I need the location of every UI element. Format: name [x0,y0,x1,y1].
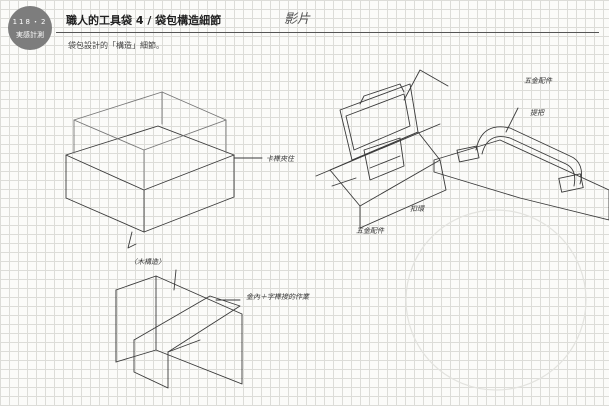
joint-note: 金內＋字榫接的作業 [246,293,309,301]
box-note: 卡榫夾住 [266,155,294,163]
handle-label-mid: 提把 [530,109,544,117]
joint-label: 〈木構造〉 [130,258,165,266]
handle-label-top: 五金配件 [524,77,552,85]
faded-circle [405,209,587,391]
header-rule [56,32,599,33]
signature: 影片 [284,12,311,27]
bag-sketch [315,69,449,229]
bag-label: 五金配件 [356,227,384,235]
page-subtitle: 袋包設計的「構造」細節。 [68,41,164,50]
page-number-badge: 118・2 実感計測 [8,6,52,50]
bag-label-small: 扣環 [410,205,424,213]
joint-sketch [115,269,243,389]
handle-sketch [433,107,609,221]
badge-tag: 実感計測 [16,31,44,39]
box-sketch [65,91,263,249]
page-title: 職人的工具袋 4 / 袋包構造細節 [66,14,222,27]
badge-number: 118・2 [12,18,48,26]
